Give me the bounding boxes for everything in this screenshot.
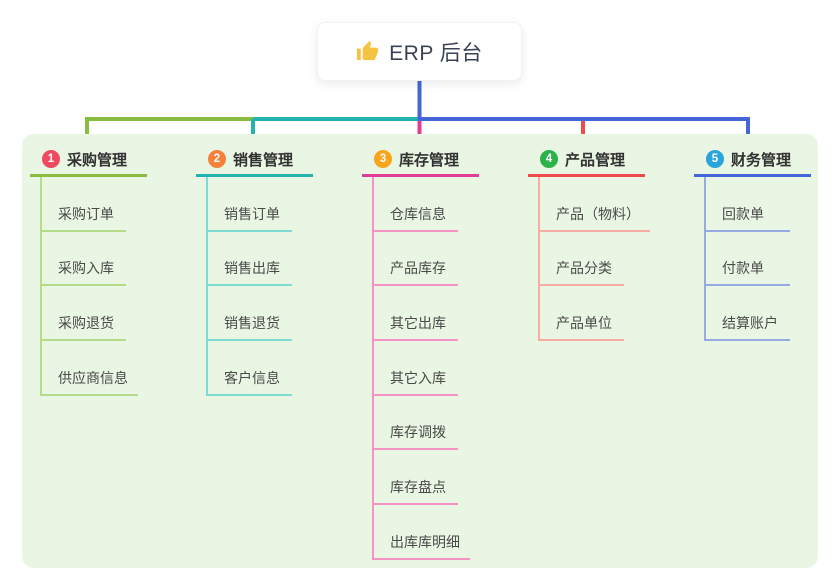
child-node[interactable]: 库存调拨 (374, 396, 458, 451)
branch-children: 销售订单 销售出库 销售退货 客户信息 (206, 177, 360, 396)
child-node[interactable]: 其它出库 (374, 286, 458, 342)
child-label: 销售订单 (224, 205, 280, 222)
child-label: 采购订单 (58, 205, 114, 222)
child-node[interactable]: 供应商信息 (42, 341, 138, 396)
child-node[interactable]: 仓库信息 (374, 177, 458, 232)
child-label: 出库库明细 (390, 533, 460, 550)
child-node[interactable]: 销售订单 (208, 177, 292, 232)
child-node[interactable]: 其它入库 (374, 341, 458, 396)
branch-label: 产品管理 (565, 151, 626, 169)
child-label: 库存盘点 (390, 479, 446, 496)
child-label: 回款单 (722, 205, 764, 222)
child-node[interactable]: 产品（物料） (540, 177, 650, 232)
branch-product: 4 产品管理 产品（物料） 产品分类 产品单位 (528, 134, 692, 342)
child-label: 其它出库 (390, 315, 446, 332)
child-node[interactable]: 回款单 (706, 177, 790, 232)
branch-node-inventory[interactable]: 3 库存管理 (362, 134, 479, 177)
branch-number-badge: 1 (42, 150, 60, 168)
child-label: 其它入库 (390, 369, 446, 386)
child-node[interactable]: 出库库明细 (374, 505, 470, 560)
branch-node-product[interactable]: 4 产品管理 (528, 134, 645, 177)
child-label: 销售退货 (224, 315, 280, 332)
branch-number-badge: 4 (540, 150, 558, 168)
branch-finance: 5 财务管理 回款单 付款单 结算账户 (694, 134, 839, 342)
child-label: 付款单 (722, 260, 764, 277)
child-label: 采购入库 (58, 260, 114, 277)
child-node[interactable]: 客户信息 (208, 341, 292, 396)
child-label: 销售出库 (224, 260, 280, 277)
child-node[interactable]: 采购退货 (42, 286, 126, 342)
branch-label: 销售管理 (233, 151, 294, 169)
branch-inventory: 3 库存管理 仓库信息 产品库存 其它出库 其它入库 库存调拨 库存盘点 出库库… (362, 134, 526, 560)
branch-label: 财务管理 (731, 151, 792, 169)
thumbs-up-icon (357, 40, 379, 61)
mindmap-canvas: 1 采购管理 采购订单 采购入库 采购退货 供应商信息 2 销售管理 销售订单 … (22, 134, 818, 568)
child-label: 供应商信息 (58, 369, 128, 386)
branch-children: 回款单 付款单 结算账户 (704, 177, 839, 342)
child-node[interactable]: 结算账户 (706, 286, 790, 342)
branch-node-finance[interactable]: 5 财务管理 (694, 134, 811, 177)
child-label: 产品库存 (390, 260, 446, 277)
branch-children: 仓库信息 产品库存 其它出库 其它入库 库存调拨 库存盘点 出库库明细 (372, 177, 526, 560)
branch-label: 库存管理 (399, 151, 460, 169)
branch-node-purchase[interactable]: 1 采购管理 (30, 134, 147, 177)
branch-children: 采购订单 采购入库 采购退货 供应商信息 (40, 177, 194, 396)
branch-label: 采购管理 (67, 151, 128, 169)
branch-number-badge: 5 (706, 150, 724, 168)
child-label: 结算账户 (722, 315, 778, 332)
child-label: 产品分类 (556, 260, 612, 277)
child-node[interactable]: 销售退货 (208, 286, 292, 342)
child-node[interactable]: 销售出库 (208, 232, 292, 287)
child-node[interactable]: 库存盘点 (374, 450, 458, 506)
branch-sales: 2 销售管理 销售订单 销售出库 销售退货 客户信息 (196, 134, 360, 396)
branch-number-badge: 2 (208, 150, 226, 168)
child-label: 库存调拨 (390, 424, 446, 441)
child-label: 客户信息 (224, 369, 280, 386)
child-node[interactable]: 采购订单 (42, 177, 126, 232)
child-node[interactable]: 采购入库 (42, 232, 126, 287)
child-label: 采购退货 (58, 315, 114, 332)
child-label: 产品（物料） (556, 205, 640, 222)
child-node[interactable]: 产品单位 (540, 286, 624, 342)
branch-purchase: 1 采购管理 采购订单 采购入库 采购退货 供应商信息 (30, 134, 194, 396)
child-label: 产品单位 (556, 315, 612, 332)
branch-node-sales[interactable]: 2 销售管理 (196, 134, 313, 177)
root-title: ERP 后台 (389, 41, 483, 65)
child-node[interactable]: 付款单 (706, 232, 790, 287)
child-label: 仓库信息 (390, 205, 446, 222)
child-node[interactable]: 产品库存 (374, 232, 458, 287)
root-node[interactable]: ERP 后台 (317, 22, 522, 81)
branch-children: 产品（物料） 产品分类 产品单位 (538, 177, 692, 342)
child-node[interactable]: 产品分类 (540, 232, 624, 287)
branch-number-badge: 3 (374, 150, 392, 168)
